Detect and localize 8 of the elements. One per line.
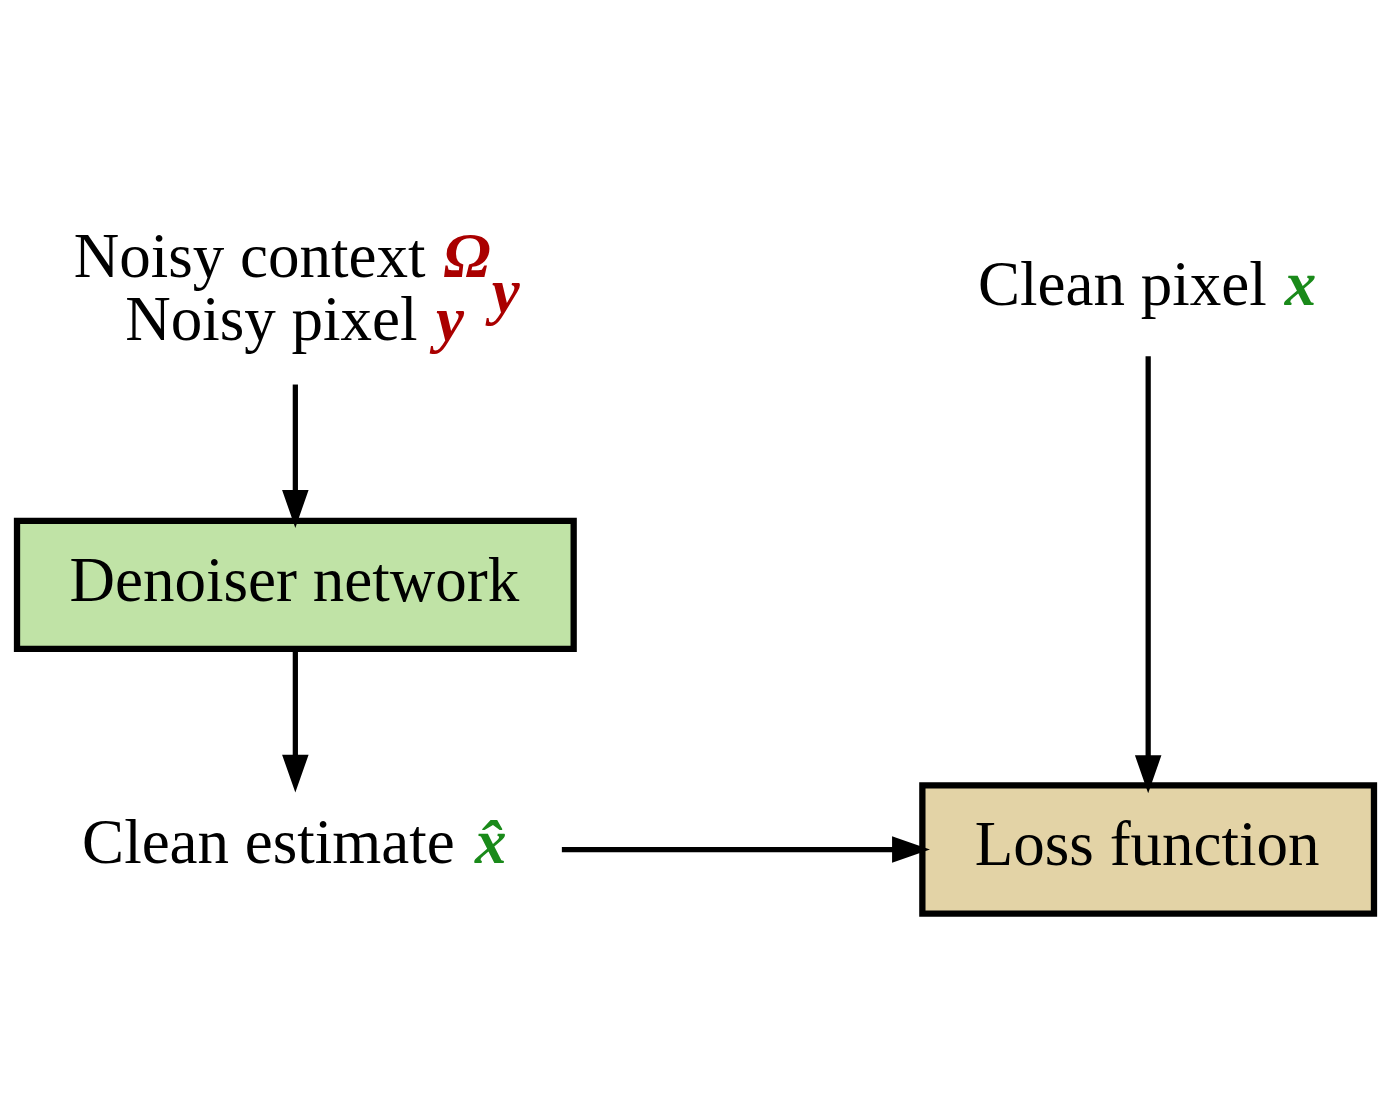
arrow <box>282 649 309 793</box>
node-text: Clean estimate x̂ <box>82 807 507 878</box>
arrow <box>561 836 930 863</box>
node-text: Clean pixel x <box>978 249 1317 320</box>
node-box: Denoiser network <box>13 517 577 653</box>
node-box: Loss function <box>919 782 1378 917</box>
arrow <box>282 384 309 528</box>
arrow <box>1134 356 1162 794</box>
